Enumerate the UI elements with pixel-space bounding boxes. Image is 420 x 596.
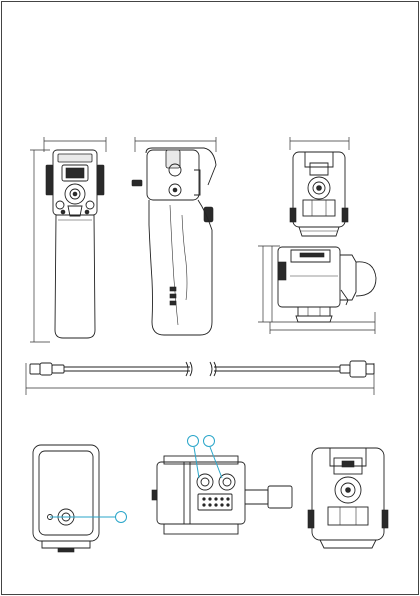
side-view bbox=[132, 137, 216, 335]
clamp-back-view bbox=[33, 445, 99, 552]
front-view bbox=[30, 137, 106, 342]
clamp-bottom-view bbox=[152, 456, 292, 534]
callouts bbox=[50, 436, 222, 523]
callout-1 bbox=[188, 436, 199, 447]
usb-cable-view bbox=[26, 361, 374, 395]
callout-3 bbox=[116, 512, 127, 523]
top-view-clamp bbox=[290, 137, 349, 236]
callout-1-leader bbox=[194, 447, 199, 478]
callout-2 bbox=[204, 436, 215, 447]
side-view-clamp bbox=[258, 246, 376, 334]
contact-pins bbox=[203, 498, 230, 507]
clamp-front-view bbox=[308, 448, 388, 548]
callout-2-leader bbox=[210, 447, 222, 478]
